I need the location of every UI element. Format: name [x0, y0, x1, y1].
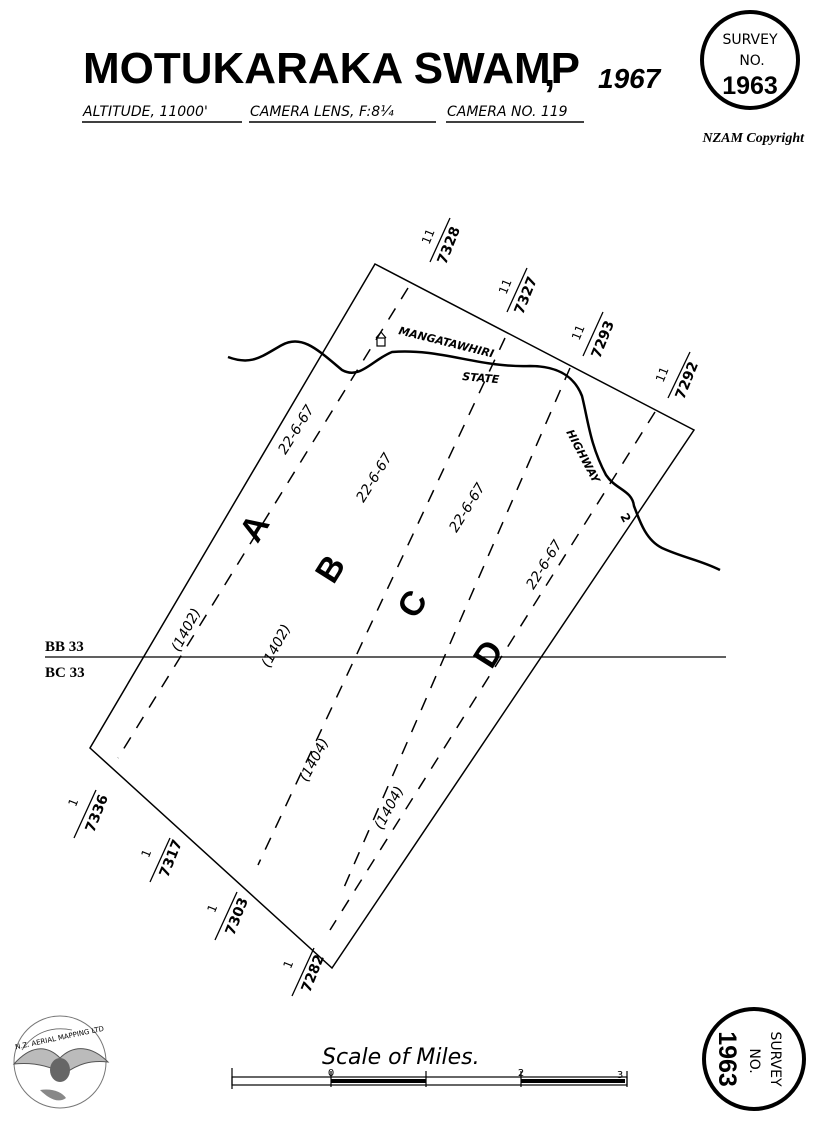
photo-bottom-3-run: 1: [204, 902, 220, 914]
photo-bottom-2-run: 1: [138, 847, 154, 859]
film-number-c: (1404): [296, 736, 332, 785]
photo-top-2-number: 7327: [512, 274, 541, 316]
badge-top-number: 1963: [722, 72, 778, 100]
badge-bottom-line2: NO.: [746, 1048, 762, 1073]
scale-bar: 0 2 3: [231, 1068, 628, 1089]
photo-top-1-number: 7328: [435, 224, 464, 266]
photo-bottom-1-number: 7336: [83, 792, 112, 834]
photo-label-bottom-1: 1 7336: [65, 789, 112, 839]
film-number-a: (1402): [168, 606, 204, 655]
photo-label-bottom-3: 1 7303: [204, 891, 252, 941]
scale-tick-2: 2: [518, 1068, 524, 1079]
grid-label-bottom: BC 33: [45, 665, 85, 681]
coverage-boundary: [89, 263, 696, 970]
run-date-c: 22-6-67: [446, 480, 489, 535]
run-letter-b: B: [308, 549, 353, 590]
scale-tick-3: 3: [617, 1070, 623, 1081]
film-number-b: (1402): [258, 622, 294, 671]
scale-tick-0: 0: [328, 1068, 334, 1079]
photo-label-top-1: 11 7328: [419, 217, 464, 267]
copyright-notice: NZAM Copyright: [701, 131, 805, 146]
photo-bottom-4-run: 1: [280, 958, 296, 970]
nz-aerial-mapping-logo: N.Z. AERIAL MAPPING LTD: [12, 1015, 110, 1109]
flight-line-c: [341, 367, 571, 893]
photo-top-1-run: 11: [419, 227, 438, 246]
badge-top-line2: NO.: [739, 53, 764, 69]
photo-top-2-run: 11: [496, 277, 515, 296]
photo-top-3-run: 11: [569, 323, 588, 342]
road-label-state: STATE: [462, 370, 501, 386]
photo-label-bottom-4: 1 7282: [280, 947, 328, 997]
title-comma: ,: [544, 51, 555, 95]
survey-badge-top: SURVEY NO. 1963: [700, 10, 800, 110]
run-date-a: 22-6-67: [275, 402, 318, 457]
photo-bottom-3-number: 7303: [223, 895, 252, 937]
scale-title: Scale of Miles.: [322, 1045, 480, 1070]
badge-bottom-number: 1963: [713, 1031, 741, 1087]
camera-lens-label: CAMERA LENS, F:8¼: [250, 104, 394, 120]
map-year: 1967: [598, 63, 662, 94]
photo-label-top-2: 11 7327: [496, 267, 541, 317]
photo-bottom-1-run: 1: [65, 796, 81, 808]
photo-label-top-4: 11 7292: [653, 351, 702, 402]
run-letter-a: A: [232, 508, 277, 549]
run-date-b: 22-6-67: [353, 450, 396, 505]
map-title: MOTUKARAKA SWAMP: [83, 44, 580, 93]
photo-top-4-run: 11: [653, 365, 672, 384]
film-number-d: (1404): [371, 784, 407, 833]
run-letter-c: C: [390, 584, 435, 625]
building-icon: [375, 331, 387, 347]
run-letter-d: D: [466, 634, 511, 675]
state-highway-line: [227, 340, 721, 572]
altitude-label: ALTITUDE, 11000': [82, 104, 208, 120]
flight-line-a: [117, 287, 409, 759]
photo-top-3-number: 7293: [589, 318, 618, 360]
flight-line-b: [257, 337, 506, 866]
photo-label-top-3: 11 7293: [569, 311, 618, 361]
photo-label-bottom-2: 1 7317: [138, 837, 186, 883]
survey-badge-bottom: SURVEY NO. 1963: [702, 1007, 806, 1111]
grid-label-top: BB 33: [45, 639, 84, 655]
camera-number-label: CAMERA NO. 119: [447, 104, 568, 120]
flight-line-d: [329, 411, 656, 931]
badge-bottom-line1: SURVEY: [767, 1031, 783, 1087]
badge-top-line1: SURVEY: [722, 32, 778, 48]
